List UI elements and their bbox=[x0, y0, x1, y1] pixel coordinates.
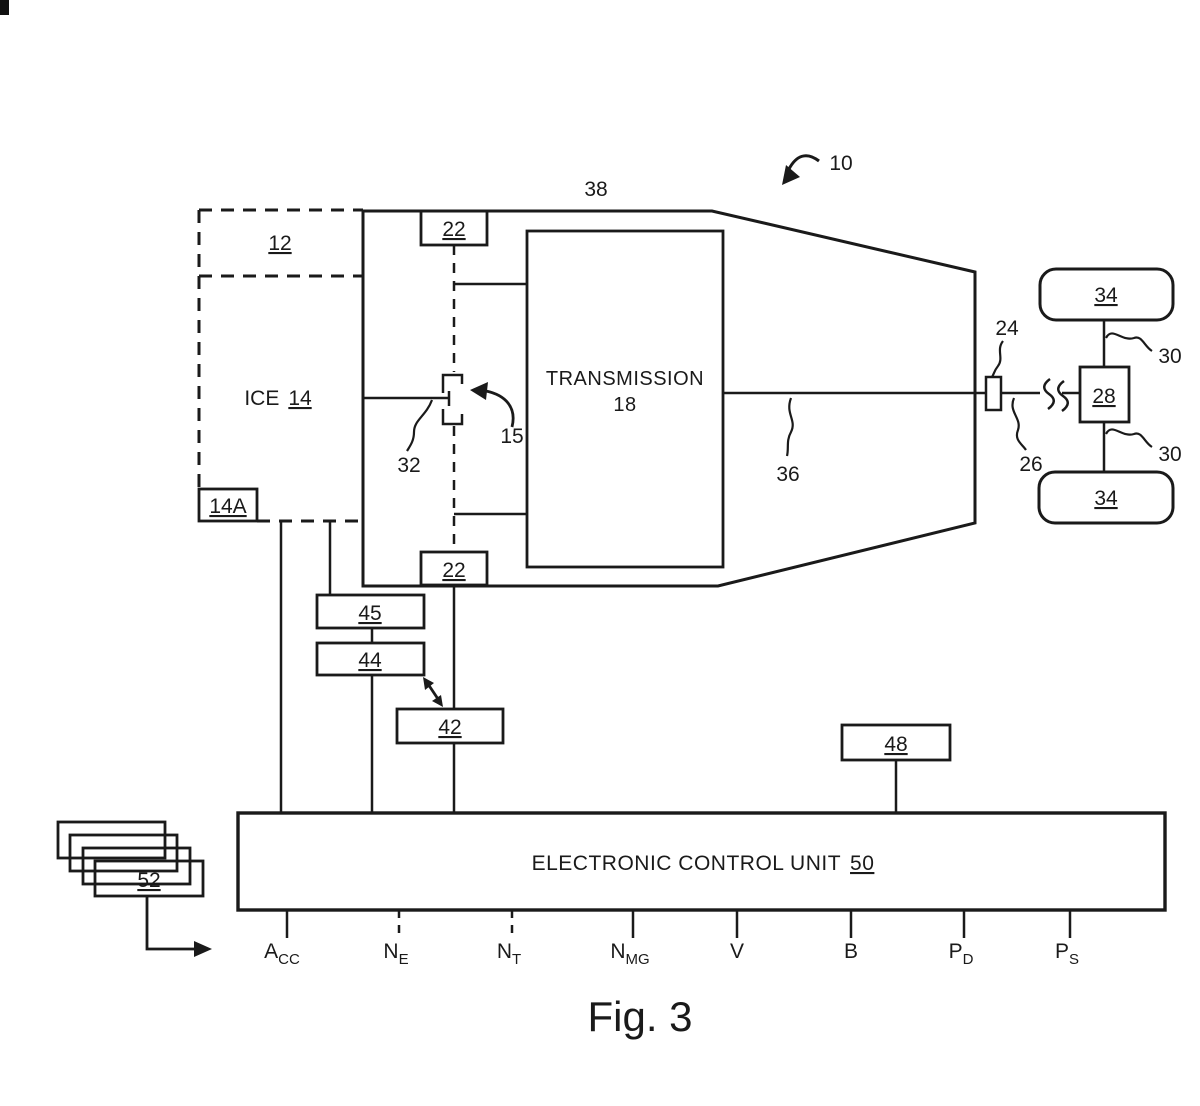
ref42-label: 42 bbox=[438, 716, 461, 739]
ecu: ELECTRONIC CONTROL UNIT50 ACC NE NT NMG … bbox=[238, 813, 1165, 968]
shaft-break-icon bbox=[1058, 381, 1068, 411]
shaft-break-icon bbox=[1044, 379, 1054, 409]
ref30-top-leader-squiggle bbox=[1106, 333, 1152, 351]
ref26-label: 26 bbox=[1019, 453, 1042, 476]
sensor-card-2 bbox=[70, 835, 177, 871]
ref48-label: 48 bbox=[884, 733, 907, 756]
ref32-leader-squiggle bbox=[407, 400, 432, 451]
ref44-label: 44 bbox=[358, 649, 382, 672]
ref14a-label: 14A bbox=[209, 495, 246, 518]
ref28-label: 28 bbox=[1092, 385, 1115, 408]
ref24-leader-squiggle bbox=[992, 341, 1003, 377]
ref26-leader-squiggle bbox=[1012, 398, 1026, 450]
signal-pd-label: PD bbox=[949, 940, 974, 968]
ecu-label: ELECTRONIC CONTROL UNIT50 bbox=[532, 852, 875, 875]
ref12-label: 12 bbox=[268, 232, 291, 255]
housing-ref-label: 38 bbox=[584, 178, 607, 201]
transmission-label: TRANSMISSION bbox=[546, 368, 704, 390]
ref30-bottom-label: 30 bbox=[1158, 443, 1181, 466]
signal-nt-label: NT bbox=[497, 940, 521, 968]
clutch-lower-jaw bbox=[443, 409, 462, 424]
coupling-24-box bbox=[986, 377, 1001, 410]
ref36-label: 36 bbox=[776, 463, 799, 486]
ref22-bottom-label: 22 bbox=[442, 559, 465, 582]
clutch-upper-jaw bbox=[443, 375, 462, 393]
ref10-label: 10 bbox=[829, 152, 852, 175]
signal-ne-label: NE bbox=[383, 940, 408, 968]
ref24-label: 24 bbox=[995, 317, 1019, 340]
system-ref-callout: 10 bbox=[782, 152, 853, 185]
ref52-label: 52 bbox=[137, 869, 160, 892]
signal-ps-label: PS bbox=[1055, 940, 1079, 968]
ref22-top-label: 22 bbox=[442, 218, 465, 241]
signal-v-label: V bbox=[730, 940, 744, 963]
figure-caption: Fig. 3 bbox=[587, 993, 692, 1040]
scan-artifact bbox=[0, 0, 9, 15]
sensor-card-1 bbox=[58, 822, 165, 858]
ref30-bottom-leader-squiggle bbox=[1106, 429, 1152, 447]
ref30-top-label: 30 bbox=[1158, 345, 1181, 368]
ref36-leader-squiggle bbox=[787, 398, 793, 456]
ref32-label: 32 bbox=[397, 454, 420, 477]
signal-nmg-label: NMG bbox=[610, 940, 649, 968]
transmission-unit: TRANSMISSION 18 36 bbox=[527, 231, 986, 567]
ref15-arrow-curve bbox=[486, 391, 513, 427]
ref34-top-label: 34 bbox=[1094, 284, 1118, 307]
ref15-arrowhead-icon bbox=[470, 382, 488, 400]
ref15-label: 15 bbox=[500, 425, 523, 448]
ice-label: ICE14 bbox=[244, 387, 312, 410]
clutch-assembly: 32 15 bbox=[363, 375, 524, 477]
ref10-arrow-curve bbox=[789, 156, 819, 169]
sensor-arrow-elbow bbox=[147, 896, 198, 949]
sensor-stack-52: 52 bbox=[58, 822, 212, 957]
sensor-arrowhead-icon bbox=[194, 941, 212, 957]
engine-block: 12 ICE14 14A bbox=[199, 210, 363, 521]
driveline: 24 26 28 30 30 34 34 bbox=[986, 269, 1182, 523]
ref45-label: 45 bbox=[358, 602, 381, 625]
signal-b-label: B bbox=[844, 940, 858, 963]
double-arrow-44-42 bbox=[423, 677, 443, 707]
ref18-label: 18 bbox=[613, 394, 636, 416]
control-interfaces: 45 44 42 48 bbox=[281, 521, 950, 813]
ref34-bottom-label: 34 bbox=[1094, 487, 1118, 510]
signal-acc-label: ACC bbox=[264, 940, 300, 968]
